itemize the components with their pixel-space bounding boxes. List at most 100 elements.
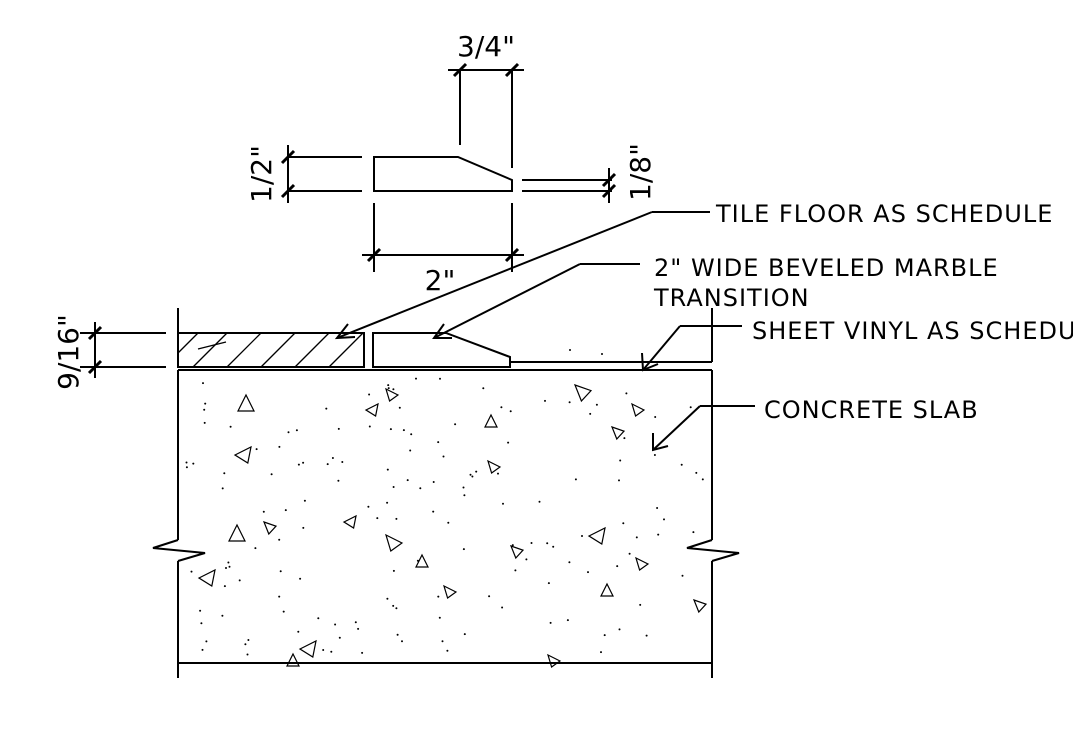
dimension-height: 1/2" bbox=[245, 145, 296, 203]
dim-width-label: 2" bbox=[425, 264, 456, 297]
aggregate-dot bbox=[616, 565, 619, 568]
aggregate-dot bbox=[689, 406, 692, 409]
aggregate-dot bbox=[628, 552, 631, 555]
aggregate-dot bbox=[525, 558, 528, 561]
aggregate-dot bbox=[284, 509, 287, 512]
aggregate-dot bbox=[568, 401, 571, 404]
aggregate-dot bbox=[680, 463, 683, 466]
aggregate-dot bbox=[223, 585, 226, 588]
aggregate-dot bbox=[475, 470, 478, 473]
aggregate-dot bbox=[654, 416, 657, 418]
aggregate-dot bbox=[402, 429, 405, 432]
aggregate-dot bbox=[497, 472, 499, 475]
aggregate-dot bbox=[502, 502, 504, 505]
dimension-total-height: 9/16" bbox=[52, 314, 166, 390]
aggregate-triangle bbox=[385, 387, 400, 402]
aggregate-dot bbox=[406, 479, 409, 482]
aggregate-triangle bbox=[237, 393, 255, 412]
aggregate-dot bbox=[552, 545, 555, 548]
aggregate-dot bbox=[325, 407, 328, 410]
aggregate-dot bbox=[500, 406, 503, 409]
aggregate-dot bbox=[387, 384, 390, 387]
aggregate-dot bbox=[622, 522, 625, 525]
concrete-aggregate bbox=[185, 377, 708, 668]
aggregate-dot bbox=[317, 617, 320, 620]
aggregate-dot bbox=[438, 616, 441, 619]
aggregate-dot bbox=[618, 479, 620, 482]
aggregate-dot bbox=[361, 651, 364, 654]
dim-bevel-height-label: 1/8" bbox=[624, 143, 657, 201]
aggregate-dot bbox=[639, 603, 642, 606]
aggregate-dot bbox=[203, 421, 206, 424]
aggregate-dot bbox=[595, 403, 598, 406]
aggregate-dot bbox=[337, 427, 340, 430]
aggregate-dot bbox=[396, 633, 399, 636]
aggregate-dot bbox=[514, 569, 517, 572]
aggregate-dot bbox=[511, 544, 514, 547]
aggregate-dot bbox=[482, 387, 485, 390]
dim-height-label: 1/2" bbox=[245, 145, 278, 203]
aggregate-dot bbox=[589, 412, 592, 415]
aggregate-dot bbox=[395, 517, 398, 520]
aggregate-dot bbox=[386, 597, 389, 600]
aggregate-dot bbox=[368, 393, 371, 396]
aggregate-dot bbox=[538, 500, 541, 503]
aggregate-dot bbox=[663, 518, 665, 521]
aggregate-dot bbox=[376, 517, 379, 520]
aggregate-dot bbox=[398, 406, 401, 409]
aggregate-dot bbox=[203, 408, 206, 411]
aggregate-dot bbox=[282, 610, 285, 613]
aggregate-dot bbox=[462, 548, 465, 551]
aggregate-dot bbox=[295, 429, 298, 432]
aggregate-dot bbox=[299, 577, 302, 580]
aggregate-dot bbox=[392, 486, 395, 488]
aggregate-dot bbox=[357, 627, 360, 630]
aggregate-dot bbox=[205, 640, 208, 643]
aggregate-dot bbox=[326, 463, 329, 466]
aggregate-dot bbox=[331, 457, 334, 459]
aggregate-dot bbox=[546, 542, 549, 545]
aggregate-dot bbox=[657, 533, 660, 536]
aggregate-dot bbox=[509, 410, 512, 413]
aggregate-dot bbox=[463, 633, 466, 636]
aggregate-triangle bbox=[443, 584, 458, 599]
aggregate-dot bbox=[549, 621, 552, 624]
aggregate-triangle bbox=[547, 653, 562, 668]
aggregate-dot bbox=[530, 542, 533, 544]
aggregate-triangle bbox=[587, 526, 606, 545]
dim-total-height-label: 9/16" bbox=[52, 314, 85, 390]
aggregate-dot bbox=[199, 609, 202, 612]
aggregate-dot bbox=[225, 567, 227, 569]
aggregate-dot bbox=[202, 382, 204, 385]
tile-floor bbox=[177, 332, 365, 368]
aggregate-dot bbox=[501, 606, 504, 609]
aggregate-dot bbox=[625, 392, 628, 395]
aggregate-triangle bbox=[484, 413, 498, 428]
aggregate-dot bbox=[681, 574, 684, 577]
aggregate-dot bbox=[416, 559, 419, 562]
aggregate-triangle bbox=[631, 402, 646, 417]
aggregate-triangle bbox=[298, 639, 317, 658]
aggregate-dot bbox=[432, 481, 435, 483]
aggregate-dot bbox=[415, 377, 417, 380]
aggregate-triangle bbox=[286, 652, 300, 667]
aggregate-dot bbox=[279, 570, 282, 573]
aggregate-dot bbox=[409, 449, 412, 452]
aggregate-dot bbox=[566, 619, 569, 622]
aggregate-triangle bbox=[364, 402, 379, 417]
aggregate-dot bbox=[287, 431, 290, 434]
aggregate-dot bbox=[386, 468, 389, 471]
marble-profile-detail bbox=[288, 156, 612, 192]
aggregate-dot bbox=[185, 466, 188, 469]
aggregate-dot bbox=[547, 582, 550, 585]
aggregate-dot bbox=[278, 538, 281, 541]
aggregate-dot bbox=[238, 579, 241, 582]
aggregate-dot bbox=[581, 535, 583, 537]
aggregate-dot bbox=[442, 455, 445, 458]
aggregate-dot bbox=[330, 650, 333, 653]
aggregate-dot bbox=[338, 636, 341, 639]
aggregate-dot bbox=[302, 526, 305, 529]
aggregate-triangle bbox=[342, 514, 357, 529]
aggregate-dot bbox=[337, 479, 340, 482]
